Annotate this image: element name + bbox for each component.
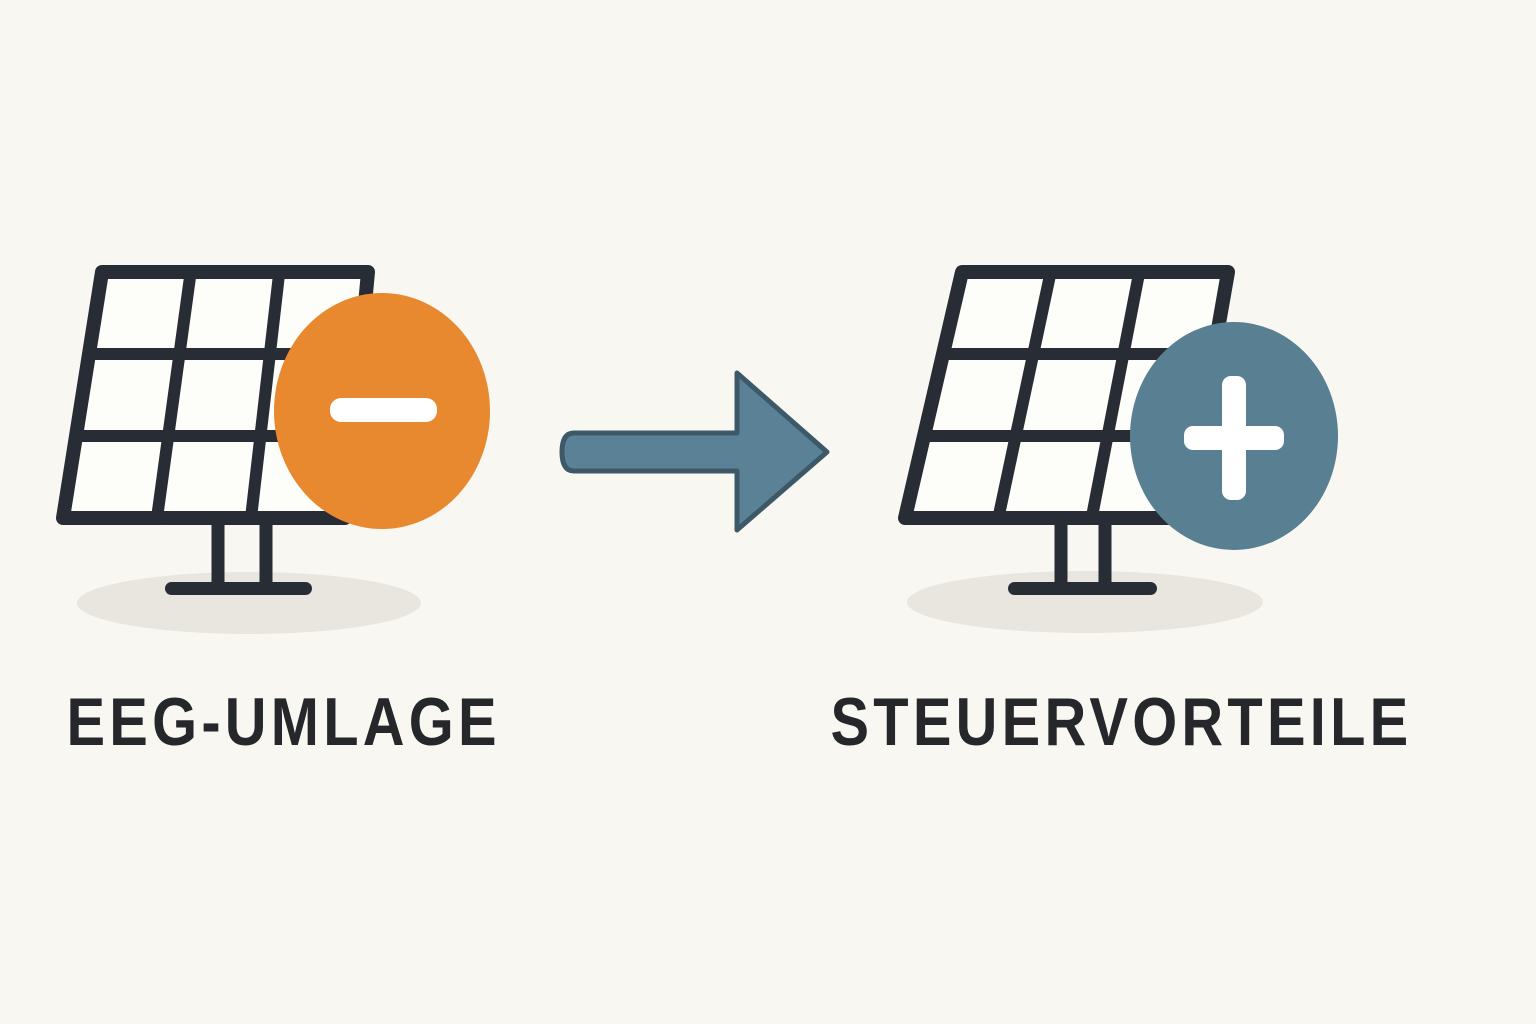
ground-shadow-ellipse xyxy=(907,571,1263,633)
minus-badge-icon xyxy=(274,293,490,529)
panel-stand-base xyxy=(1008,582,1157,595)
ground-shadow-ellipse xyxy=(77,572,421,634)
plus-badge-icon xyxy=(1130,322,1338,550)
figure-steuervorteile xyxy=(888,248,1352,638)
minus-glyph xyxy=(330,398,437,422)
plus-glyph-vertical xyxy=(1222,376,1246,500)
panel-grid-lines xyxy=(918,266,1220,524)
label-eeg-umlage: EEG-UMLAGE xyxy=(66,684,501,760)
solar-panel-minus-illustration xyxy=(56,265,490,634)
solar-panel-plus-illustration xyxy=(898,265,1338,633)
panel-grid-lines xyxy=(70,266,367,524)
arrow-right-shape xyxy=(559,370,830,533)
label-steuervorteile: STEUERVORTEILE xyxy=(830,684,1413,760)
figure-eeg-umlage xyxy=(40,248,500,638)
panel-stand-base xyxy=(165,582,312,595)
arrow-right-icon xyxy=(559,370,830,533)
